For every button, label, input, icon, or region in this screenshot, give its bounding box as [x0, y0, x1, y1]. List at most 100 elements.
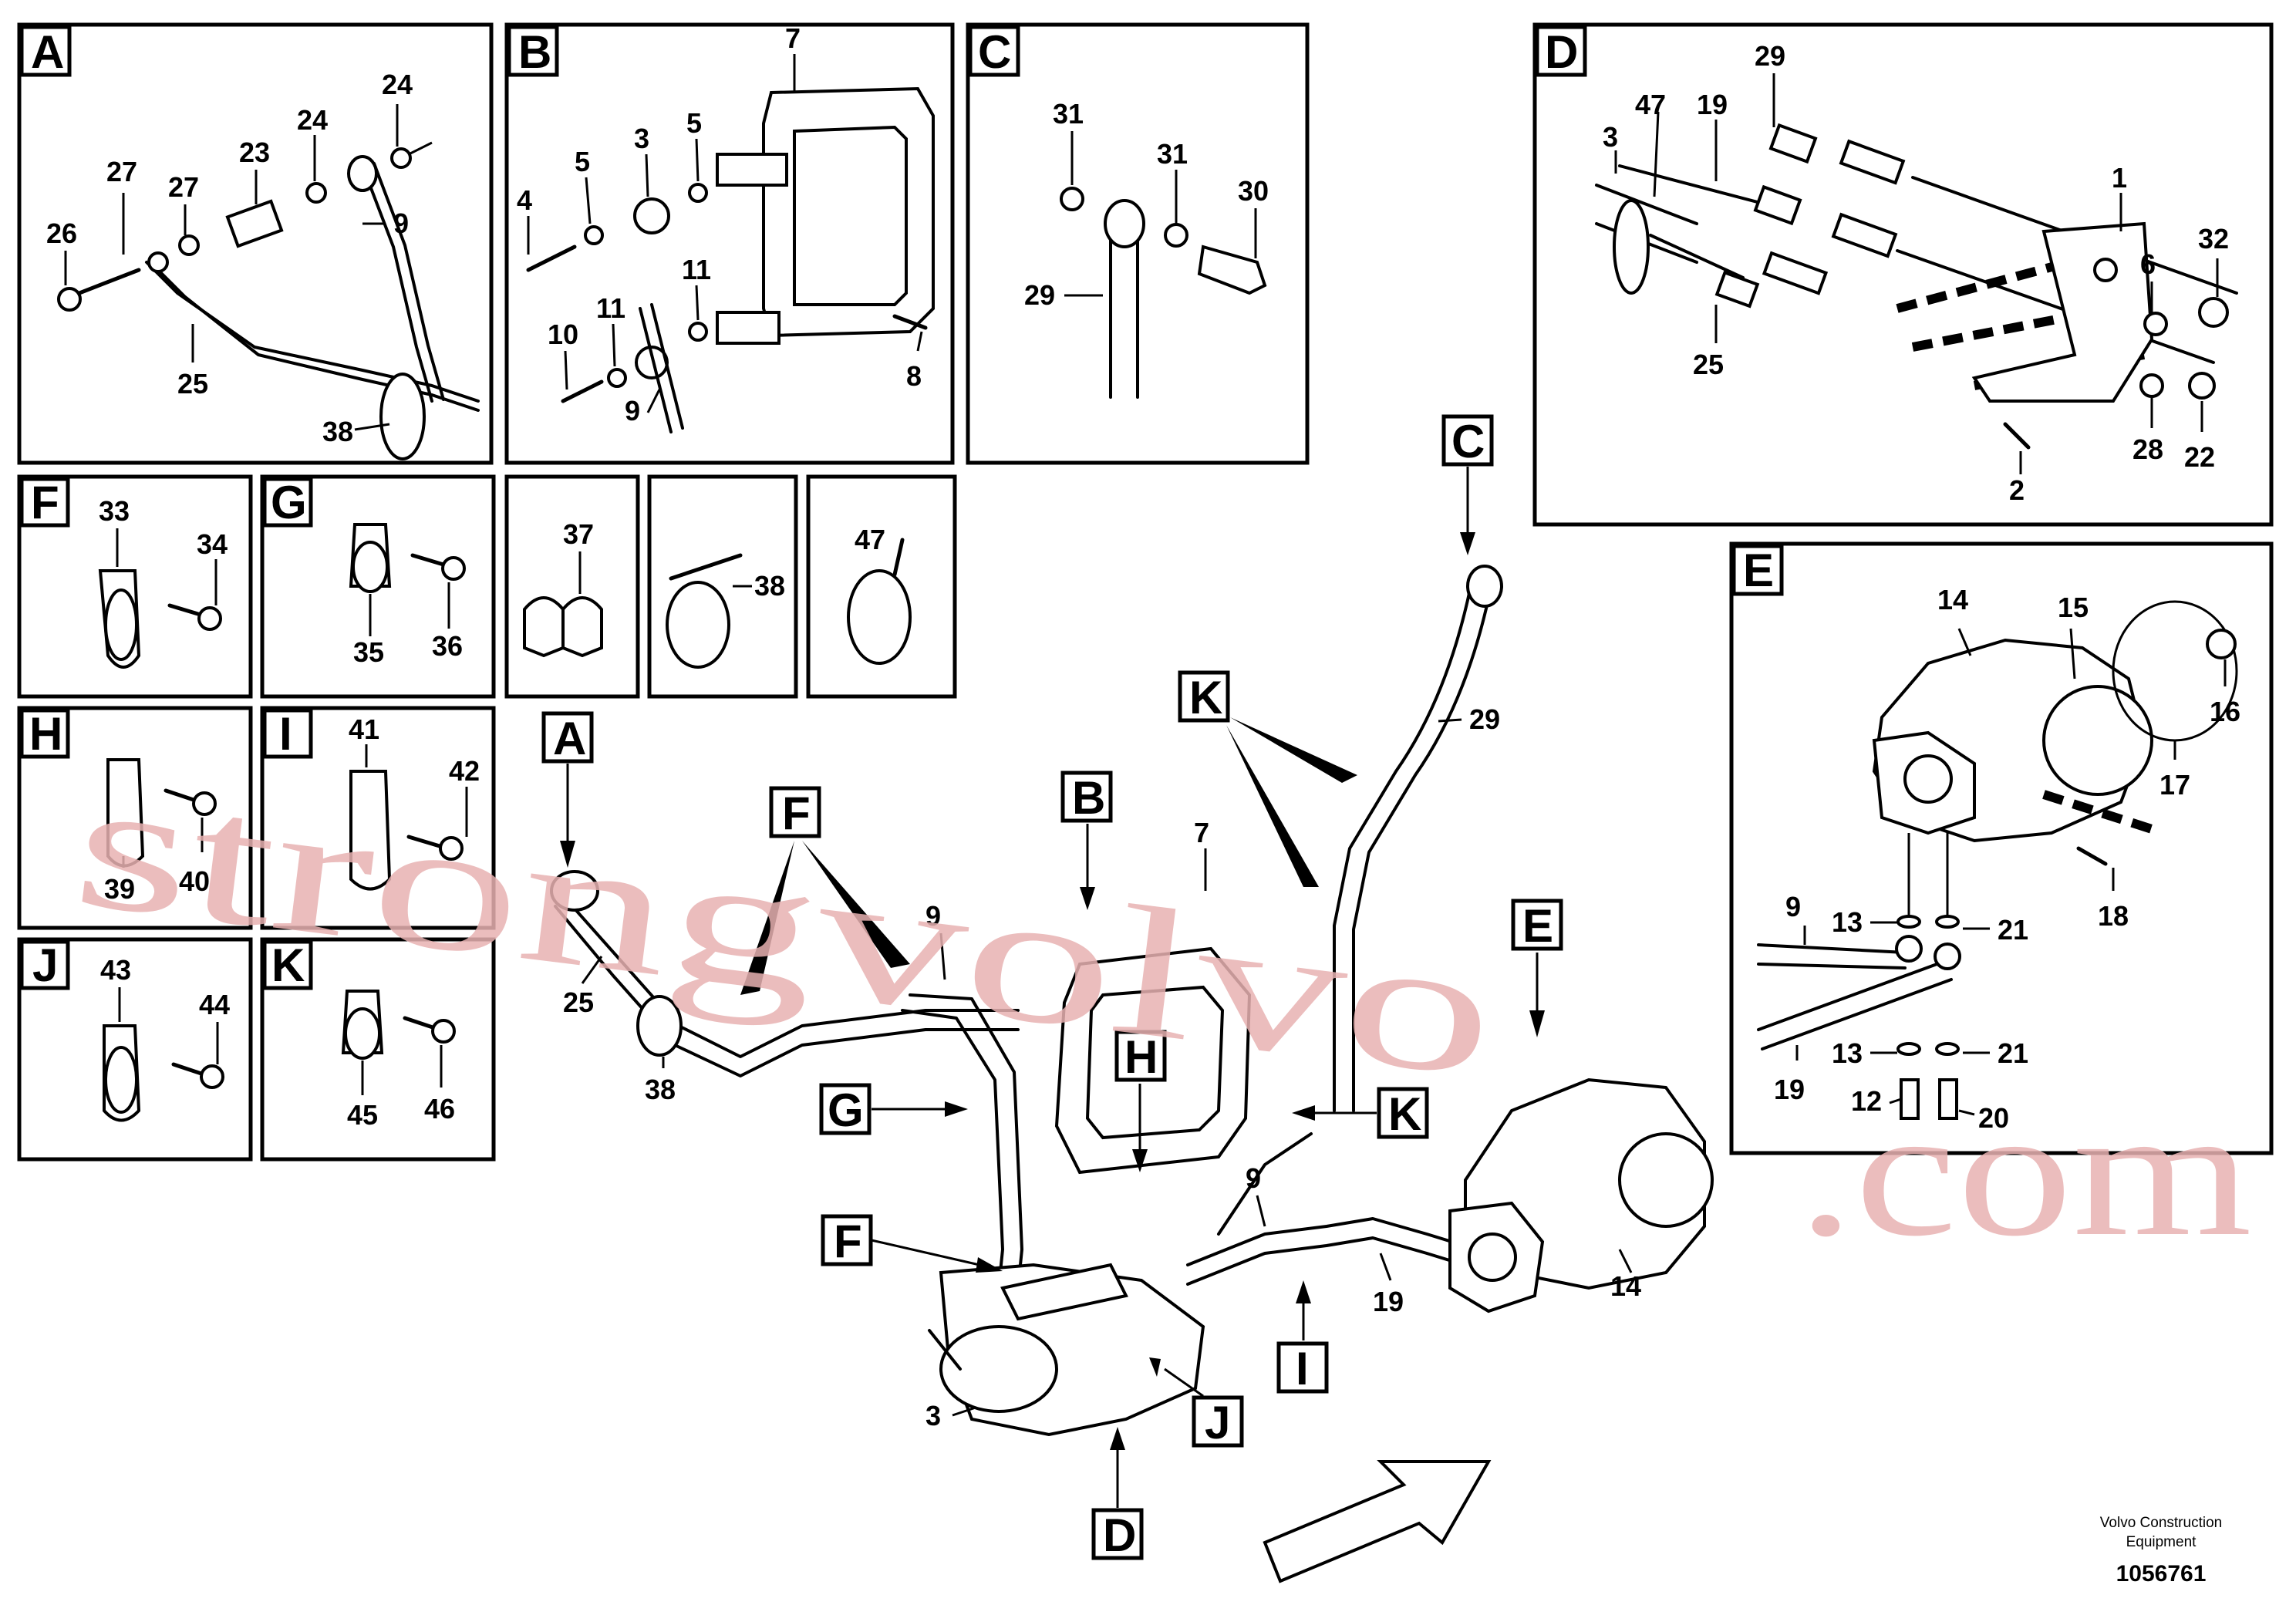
callout-45: 45: [347, 1099, 378, 1131]
main-callout-14: 14: [1610, 1270, 1641, 1302]
callout-9: 9: [393, 207, 409, 239]
pipe-25-main: [554, 885, 1020, 1058]
tube-upper: [716, 153, 788, 187]
callout-5-b: 5: [686, 107, 702, 139]
nut-16: [2206, 629, 2237, 659]
clamp-33-loop: [104, 588, 138, 661]
main-tag-c-letter: C: [1451, 416, 1485, 467]
nut-22: [2188, 372, 2216, 400]
washer-21b: [1935, 1042, 1960, 1056]
washer-6: [2143, 312, 2168, 336]
panel-e: E 14 15 16: [1729, 541, 2274, 1155]
callout-14-e: 14: [1937, 584, 1968, 615]
pump-14-main-gear: [1618, 1132, 1714, 1228]
main-tag-a: [541, 711, 594, 764]
main-tag-k-upper-letter: K: [1189, 672, 1222, 723]
main-callout-38: 38: [645, 1074, 676, 1105]
panel-c-frame: [966, 22, 1310, 465]
panel-f: F 33 34: [17, 474, 253, 699]
panel-tie-38: 38: [647, 474, 798, 699]
bolt-46-head: [431, 1019, 456, 1044]
main-tag-f-lower-letter: F: [834, 1216, 862, 1267]
washer-13a: [1896, 915, 1921, 929]
cable-tie-47: [847, 569, 912, 665]
company-line-2: Equipment: [2126, 1534, 2197, 1550]
callout-22: 22: [2184, 441, 2215, 473]
panel-47-frame: [806, 474, 957, 699]
callout-47: 47: [1635, 89, 1666, 120]
panel-h-tag: [19, 708, 70, 759]
pipe-9-upper: [1217, 1132, 1313, 1236]
panel-k-letter: K: [271, 939, 305, 991]
clip-3: [633, 197, 670, 234]
callout-36: 36: [432, 630, 463, 662]
clamp-43-loop: [104, 1046, 138, 1114]
callout-27-b: 27: [106, 156, 137, 187]
fitting-a: [1839, 139, 1906, 185]
washer-11a: [607, 368, 627, 388]
gear-15: [2042, 685, 2153, 796]
callout-5-a: 5: [575, 146, 590, 177]
bolt-26: [67, 268, 141, 299]
callout-40: 40: [179, 865, 210, 897]
panel-clip-37: 37: [504, 474, 640, 699]
bolt-26-head: [57, 287, 82, 312]
pipe-9-edge: [373, 162, 445, 401]
washer-31a: [1060, 187, 1084, 211]
callout-21-a: 21: [1998, 914, 2028, 946]
bolt-34-head: [197, 606, 222, 631]
clamp-35-loop: [352, 541, 389, 593]
bolt-10: [561, 379, 604, 403]
callout-39: 39: [104, 873, 135, 905]
panel-b-frame: [504, 22, 955, 465]
callout-26: 26: [46, 218, 77, 249]
main-tag-e-letter: E: [1522, 900, 1553, 952]
main-callout-25: 25: [563, 986, 594, 1018]
clamp-45-loop: [344, 1007, 381, 1060]
panel-g: G 35 36: [260, 474, 496, 699]
panel-d: D 29 47 19 3: [1532, 22, 2274, 527]
panel-h-frame: [17, 706, 253, 930]
callout-17: 17: [2159, 769, 2190, 801]
main-tag-e: [1511, 899, 1563, 951]
main-tag-k-lower-letter: K: [1388, 1088, 1421, 1140]
main-tag-f-upper-letter: F: [782, 787, 811, 839]
callout-41: 41: [349, 713, 379, 745]
callout-6: 6: [2140, 248, 2156, 280]
panel-k-tag: [262, 939, 313, 990]
nut-25: [1714, 270, 1760, 309]
panel-d-frame: [1532, 22, 2274, 527]
bracket-7-inner: [793, 125, 908, 306]
panel-tie-47: 47: [806, 474, 957, 699]
pipe-29-main: [1333, 573, 1475, 1112]
callout-38-tie: 38: [754, 570, 785, 602]
callout-11-b: 11: [682, 254, 711, 285]
bolt-18: [2076, 846, 2108, 866]
callout-9-b: 9: [625, 395, 640, 427]
callout-8: 8: [906, 360, 922, 392]
callout-19-e: 19: [1774, 1074, 1805, 1105]
callout-1: 1: [2112, 162, 2127, 194]
clip-37-b: [561, 596, 603, 658]
washer-27b: [147, 251, 169, 273]
main-tag-k-lower: [1377, 1087, 1429, 1139]
pipe-19-main-edge: [1186, 1236, 1529, 1286]
panel-e-frame: [1729, 541, 2274, 1155]
panel-b-tag: [507, 25, 559, 77]
panel-37-frame: [504, 474, 640, 699]
main-tag-b-letter: B: [1072, 772, 1105, 824]
cable-tie-38: [666, 581, 730, 669]
washer-13b: [1896, 1042, 1921, 1056]
pipe-25-end: [550, 870, 599, 912]
bracket-hole: [2093, 258, 2118, 282]
tube-lower: [716, 311, 781, 345]
direction-arrow: [1263, 1460, 1492, 1583]
main-tag-d: [1091, 1508, 1144, 1560]
main-callout-7: 7: [1194, 817, 1209, 848]
callout-28: 28: [2132, 433, 2163, 465]
callout-38: 38: [322, 416, 353, 447]
main-tag-f-upper: [769, 786, 821, 838]
callout-42: 42: [449, 755, 480, 787]
main-tag-b: [1060, 771, 1113, 823]
